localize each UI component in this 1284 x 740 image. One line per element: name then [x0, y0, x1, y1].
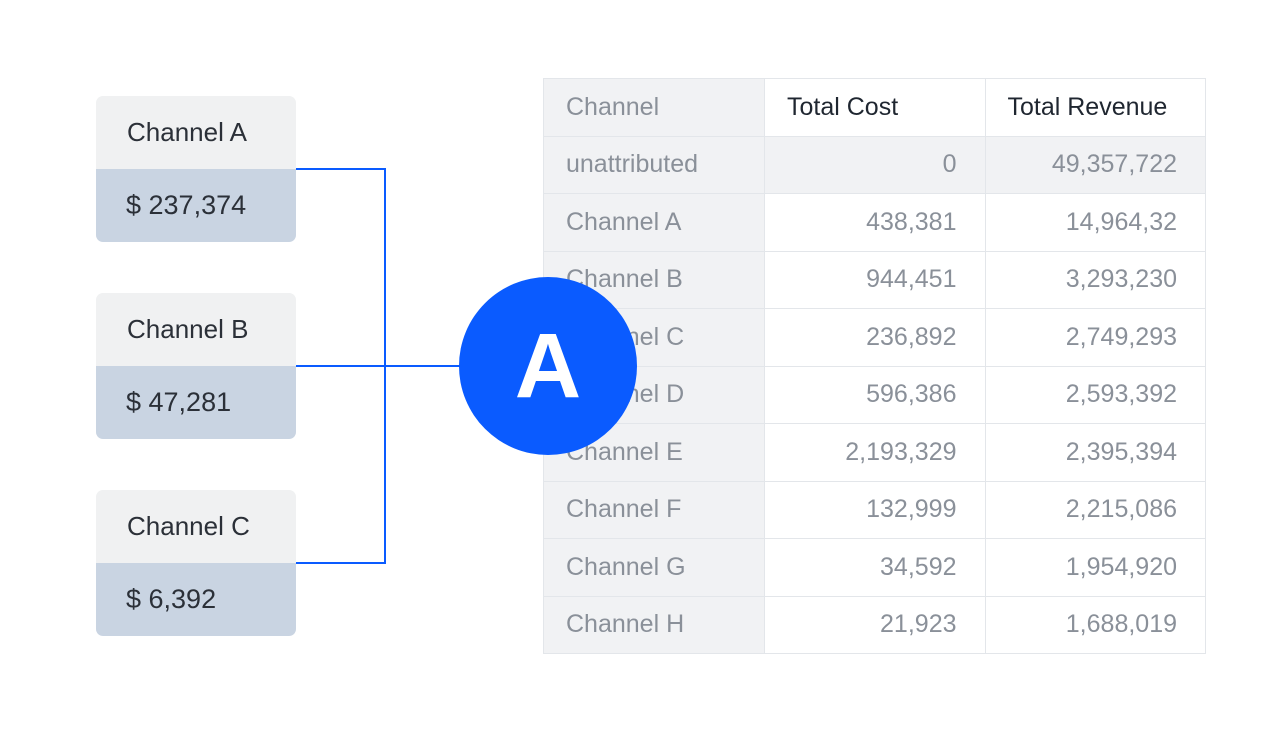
card-amount: $ 47,281 — [96, 366, 296, 439]
table-row: Channel A 438,381 14,964,32 — [543, 193, 1206, 252]
card-name: Channel C — [96, 490, 296, 563]
table-row: Channel E 2,193,329 2,395,394 — [543, 423, 1206, 482]
channel-card-c: Channel C $ 6,392 — [96, 490, 296, 636]
card-amount: $ 237,374 — [96, 169, 296, 242]
cell-revenue: 2,593,392 — [984, 365, 1206, 424]
card-name: Channel B — [96, 293, 296, 366]
header-total-cost: Total Cost — [764, 78, 986, 137]
cell-revenue: 2,215,086 — [984, 480, 1206, 539]
cell-channel: Channel F — [543, 480, 765, 539]
table-header-row: Channel Total Cost Total Revenue — [543, 78, 1206, 137]
cell-channel: unattributed — [543, 135, 765, 194]
table-row: Channel C 236,892 2,749,293 — [543, 308, 1206, 367]
cell-revenue: 49,357,722 — [984, 135, 1206, 194]
table-row: Channel F 132,999 2,215,086 — [543, 480, 1206, 539]
header-total-revenue: Total Revenue — [984, 78, 1206, 137]
card-amount: $ 6,392 — [96, 563, 296, 636]
cell-cost: 132,999 — [764, 480, 986, 539]
cell-cost: 236,892 — [764, 308, 986, 367]
cell-cost: 0 — [764, 135, 986, 194]
cell-channel: Channel A — [543, 193, 765, 252]
cell-revenue: 1,688,019 — [984, 595, 1206, 654]
cell-cost: 596,386 — [764, 365, 986, 424]
cell-cost: 944,451 — [764, 250, 986, 309]
table-row: Channel G 34,592 1,954,920 — [543, 538, 1206, 597]
attribution-badge: A — [459, 277, 637, 455]
table-row: unattributed 0 49,357,722 — [543, 135, 1206, 194]
cell-revenue: 3,293,230 — [984, 250, 1206, 309]
cell-cost: 438,381 — [764, 193, 986, 252]
table-row: Channel H 21,923 1,688,019 — [543, 595, 1206, 654]
cell-channel: Channel G — [543, 538, 765, 597]
cell-revenue: 14,964,32 — [984, 193, 1206, 252]
cell-cost: 21,923 — [764, 595, 986, 654]
cell-channel: Channel H — [543, 595, 765, 654]
table-row: Channel B 944,451 3,293,230 — [543, 250, 1206, 309]
table-row: Channel D 596,386 2,593,392 — [543, 365, 1206, 424]
cell-cost: 2,193,329 — [764, 423, 986, 482]
cell-revenue: 2,749,293 — [984, 308, 1206, 367]
cell-cost: 34,592 — [764, 538, 986, 597]
channel-card-b: Channel B $ 47,281 — [96, 293, 296, 439]
attribution-table: Channel Total Cost Total Revenue unattri… — [543, 78, 1206, 654]
channel-card-a: Channel A $ 237,374 — [96, 96, 296, 242]
cell-revenue: 2,395,394 — [984, 423, 1206, 482]
cell-revenue: 1,954,920 — [984, 538, 1206, 597]
cell-channel: Channel B — [543, 250, 765, 309]
header-channel: Channel — [543, 78, 765, 137]
card-name: Channel A — [96, 96, 296, 169]
